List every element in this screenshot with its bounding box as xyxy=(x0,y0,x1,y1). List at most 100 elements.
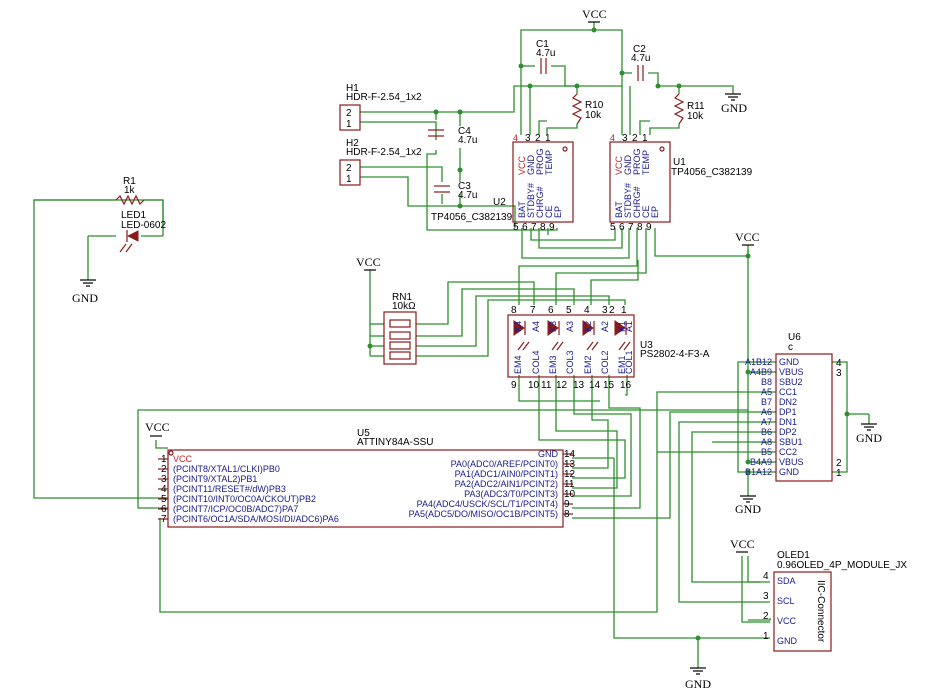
svg-text:4.7u: 4.7u xyxy=(458,135,477,146)
svg-text:1: 1 xyxy=(642,133,648,144)
svg-text:A1: A1 xyxy=(624,321,634,332)
svg-text:1: 1 xyxy=(346,174,352,185)
svg-text:U3: U3 xyxy=(640,340,653,351)
svg-text:0.96OLED_4P_MODULE_JX: 0.96OLED_4P_MODULE_JX xyxy=(777,560,907,571)
capacitor-c2: C2 4.7u xyxy=(631,44,650,81)
resistor-r1: R1 1k xyxy=(34,176,163,206)
svg-text:12: 12 xyxy=(556,380,568,391)
oled-pin-name: SDA xyxy=(777,576,796,586)
u5-pin-num: 4 xyxy=(161,484,167,495)
oled-pin-name: VCC xyxy=(777,616,797,626)
resistor-r10: R10 10k xyxy=(571,93,604,125)
vcc-symbol-u1: VCC xyxy=(735,230,760,246)
svg-text:9: 9 xyxy=(511,380,517,391)
svg-text:STDBY#: STDBY# xyxy=(526,183,536,218)
svg-text:VCC: VCC xyxy=(356,255,381,269)
u6-pin-num: A4B9 xyxy=(750,367,772,377)
svg-text:BAT: BAT xyxy=(517,201,527,218)
svg-text:6: 6 xyxy=(548,305,554,316)
u5-pin-num: 14 xyxy=(564,449,576,460)
resistor-r11: R11 10k xyxy=(673,93,705,125)
svg-text:VCC: VCC xyxy=(145,420,170,434)
svg-text:GND: GND xyxy=(623,155,633,176)
svg-text:COL2: COL2 xyxy=(600,350,610,374)
svg-text:HDR-F-2.54_1x2: HDR-F-2.54_1x2 xyxy=(346,92,422,103)
u5-pin-num: 7 xyxy=(161,514,167,525)
led-led1: LED1 LED-0602 xyxy=(119,210,166,253)
oled-pin-name: GND xyxy=(777,636,798,646)
oled-pin-name: SCL xyxy=(777,596,795,606)
svg-text:COL3: COL3 xyxy=(565,350,575,374)
u5-pin-name: VCC xyxy=(173,454,193,464)
svg-text:5: 5 xyxy=(610,222,616,233)
svg-text:GND: GND xyxy=(856,431,882,445)
u5-pin-name: (PCINT10/INT0/OC0A/CKOUT)PB2 xyxy=(173,494,316,504)
oled-pin-num: 3 xyxy=(763,591,769,602)
u6-pin-num: B7 xyxy=(761,397,772,407)
gnd-symbol-top: GND xyxy=(721,93,747,115)
svg-text:EP: EP xyxy=(553,206,563,218)
ic-u1: VCC GND PROG TEMP BAT STDBY# CHRG# CE EP… xyxy=(609,133,753,233)
svg-text:C1: C1 xyxy=(536,39,549,50)
svg-text:CHRG#: CHRG# xyxy=(632,186,642,218)
u5-pin-name: PA3(ADC3/T0/PCINT3) xyxy=(464,489,558,499)
svg-text:RN1: RN1 xyxy=(392,292,412,303)
svg-text:2: 2 xyxy=(836,458,842,469)
svg-text:C2: C2 xyxy=(633,44,646,55)
svg-text:LED-0602: LED-0602 xyxy=(121,220,166,231)
svg-text:U5: U5 xyxy=(357,428,370,439)
svg-text:H1: H1 xyxy=(346,83,359,94)
svg-text:CE: CE xyxy=(641,205,651,218)
svg-text:GND: GND xyxy=(526,155,536,176)
u6-pin-name: SBU2 xyxy=(779,377,803,387)
svg-text:2: 2 xyxy=(346,163,352,174)
svg-text:9: 9 xyxy=(646,222,652,233)
svg-text:IIC-Connector: IIC-Connector xyxy=(815,580,826,643)
gnd-symbol-u6-left: GND xyxy=(735,495,761,516)
svg-text:U2: U2 xyxy=(493,197,506,208)
u6-pin-name: DP1 xyxy=(779,407,797,417)
svg-text:4.7u: 4.7u xyxy=(458,190,477,201)
svg-text:8: 8 xyxy=(511,305,517,316)
svg-text:7: 7 xyxy=(531,222,537,233)
svg-text:PS2802-4-F3-A: PS2802-4-F3-A xyxy=(640,349,710,360)
svg-text:COL1: COL1 xyxy=(624,350,634,374)
u5-pin-name: (PCINT9/XTAL2)PB1 xyxy=(173,474,257,484)
u6-pin-num: B5 xyxy=(761,447,772,457)
u6-pin-name: GND xyxy=(779,467,800,477)
u6-pin-name: CC2 xyxy=(779,447,797,457)
svg-text:14: 14 xyxy=(589,380,601,391)
u5-pin-name: (PCINT8/XTAL1/CLKI)PB0 xyxy=(173,464,280,474)
svg-text:2: 2 xyxy=(346,108,352,119)
svg-text:5: 5 xyxy=(513,222,519,233)
ic-u2: VCC GND PROG TEMP BAT STDBY# CHRG# CE EP… xyxy=(431,133,574,233)
svg-text:K1: K1 xyxy=(617,321,627,332)
svg-text:2: 2 xyxy=(609,305,615,316)
svg-text:GND: GND xyxy=(721,101,747,115)
u6-pin-name: DP2 xyxy=(779,427,797,437)
svg-text:A3: A3 xyxy=(565,321,575,332)
svg-text:1: 1 xyxy=(621,305,627,316)
svg-text:4: 4 xyxy=(584,305,590,316)
svg-text:3: 3 xyxy=(622,133,628,144)
svg-text:EM1: EM1 xyxy=(617,355,627,374)
svg-text:PROG: PROG xyxy=(535,148,545,175)
svg-text:VCC: VCC xyxy=(735,230,760,244)
u5-pin-name: PA5(ADC5/DO/MISO/OC1B/PCINT5) xyxy=(409,509,558,519)
gnd-symbol-u6-right: GND xyxy=(856,423,882,445)
svg-text:8: 8 xyxy=(637,222,643,233)
svg-text:10k: 10k xyxy=(585,110,602,121)
svg-text:K2: K2 xyxy=(583,321,593,332)
u5-pin-name: GND xyxy=(538,449,559,459)
svg-text:PROG: PROG xyxy=(632,148,642,175)
svg-text:7: 7 xyxy=(628,222,634,233)
svg-text:U6: U6 xyxy=(788,332,801,343)
vcc-symbol-rn1: VCC xyxy=(356,255,381,271)
oled-pin-num: 1 xyxy=(763,631,769,642)
svg-text:STDBY#: STDBY# xyxy=(623,183,633,218)
u5-pin-name: (PCINT7/ICP/OC0B/ADC7)PA7 xyxy=(173,504,298,514)
u5-pin-name: (PCINT11/RESET#/dW)PB3 xyxy=(173,484,286,494)
svg-text:1: 1 xyxy=(836,468,842,479)
